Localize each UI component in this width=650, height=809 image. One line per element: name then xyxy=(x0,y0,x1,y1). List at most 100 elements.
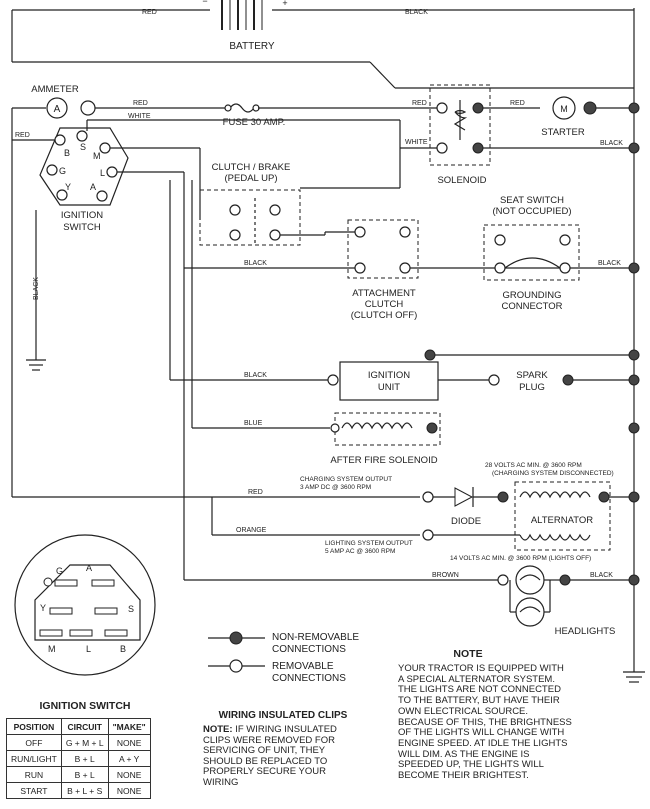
spark-plug-label: SPARK xyxy=(516,370,548,381)
attachment-clutch-3: (CLUTCH OFF) xyxy=(351,310,418,321)
non-removable-icon xyxy=(229,631,243,645)
table-cell: NONE xyxy=(107,766,151,783)
charging-output: CHARGING SYSTEM OUTPUT xyxy=(300,476,392,483)
table-cell: RUN/LIGHT xyxy=(6,750,62,767)
attachment-clutch-box xyxy=(347,219,419,279)
table-cell: G + M + L xyxy=(60,734,109,751)
table-cell: NONE xyxy=(107,782,151,799)
wire-label-black-headlights: BLACK xyxy=(590,572,613,579)
wire-label-blue: BLUE xyxy=(244,420,263,427)
fuse xyxy=(224,103,260,113)
clips-title: WIRING INSULATED CLIPS xyxy=(219,710,348,721)
face-l: L xyxy=(86,644,91,654)
diode-label: DIODE xyxy=(451,516,481,527)
table-header-row: POSITION CIRCUIT "MAKE" xyxy=(6,718,151,735)
svg-text:−: − xyxy=(202,0,207,6)
table-cell: B + L xyxy=(60,750,109,767)
table-cell: START xyxy=(6,782,62,799)
terminal-l: L xyxy=(100,168,105,178)
legend-removable: REMOVABLE xyxy=(272,661,334,672)
ignition-switch-table: POSITION CIRCUIT "MAKE" OFF G + M + L NO… xyxy=(6,718,151,799)
face-a: A xyxy=(86,563,92,573)
attachment-clutch-2: CLUTCH xyxy=(365,299,404,310)
table-cell: B + L xyxy=(60,766,109,783)
table-cell: RUN xyxy=(6,766,62,783)
legend-removable-2: CONNECTIONS xyxy=(272,673,346,684)
note-title: NOTE xyxy=(453,648,482,660)
face-b: B xyxy=(120,644,126,654)
table-header: POSITION xyxy=(6,718,62,735)
terminal-g: G xyxy=(59,166,66,176)
terminal-y: Y xyxy=(65,182,71,192)
wire-label-orange: ORANGE xyxy=(236,527,267,534)
wire-label-red-ammeter: RED xyxy=(133,100,148,107)
ground-connection xyxy=(628,422,640,434)
removable-icon xyxy=(229,659,243,673)
starter-label: STARTER xyxy=(541,127,585,138)
table-header: "MAKE" xyxy=(107,718,151,735)
svg-text:M: M xyxy=(560,104,568,114)
after-fire-solenoid xyxy=(330,422,438,434)
ignition-switch-sub: SWITCH xyxy=(63,222,101,233)
ground-connection xyxy=(628,102,640,114)
clutch-brake-switch xyxy=(229,198,281,245)
ignition-unit xyxy=(339,361,439,401)
alternator-label: ALTERNATOR xyxy=(531,515,593,526)
seat-switch-sub: (NOT OCCUPIED) xyxy=(493,206,572,217)
table-cell: NONE xyxy=(107,734,151,751)
face-m: M xyxy=(48,644,56,654)
volts-28: 28 VOLTS AC MIN. @ 3600 RPM xyxy=(485,462,582,469)
wire-label-white-solenoid: WHITE xyxy=(405,139,428,146)
after-fire-box xyxy=(334,412,441,446)
wire-label-red-fuse: RED xyxy=(412,100,427,107)
grounding-connector-label: GROUNDING xyxy=(502,290,561,301)
battery-label: BATTERY xyxy=(229,41,275,52)
ignition-switch-face xyxy=(14,534,156,676)
clips-note: NOTE: IF WIRING INSULATED CLIPS WERE REM… xyxy=(203,724,393,788)
clips-note-prefix: NOTE: xyxy=(203,724,233,735)
table-row: RUN/LIGHT B + L A + Y xyxy=(6,750,151,767)
clips-note-body: IF WIRING INSULATED CLIPS WERE REMOVED F… xyxy=(203,724,337,788)
wire-label-black-seat: BLACK xyxy=(598,260,621,267)
diode xyxy=(454,487,474,507)
lighting-output-2: 5 AMP AC @ 3600 RPM xyxy=(325,548,395,555)
ammeter-label: AMMETER xyxy=(31,84,79,95)
svg-text:A: A xyxy=(54,104,61,115)
legend-non-removable: NON-REMOVABLE xyxy=(272,632,359,643)
legend xyxy=(208,631,265,673)
table-header: CIRCUIT xyxy=(60,718,109,735)
wire-label-white-ign: WHITE xyxy=(128,113,151,120)
table-cell: A + Y xyxy=(107,750,151,767)
seat-switch xyxy=(494,234,571,274)
face-g: G xyxy=(56,566,63,576)
ground-connection xyxy=(628,574,640,586)
seat-switch-label: SEAT SWITCH xyxy=(500,195,564,206)
ignition-unit-2: UNIT xyxy=(378,382,400,393)
clutch-brake-box xyxy=(199,189,301,246)
attachment-clutch-switch xyxy=(354,226,411,274)
after-fire-label: AFTER FIRE SOLENOID xyxy=(330,455,437,466)
table-row: OFF G + M + L NONE xyxy=(6,734,151,751)
solenoid xyxy=(436,100,484,154)
alternator-box xyxy=(514,481,611,551)
ignition-unit-label: IGNITION xyxy=(368,370,410,381)
spark-plug-2: PLUG xyxy=(519,382,545,393)
lighting-output: LIGHTING SYSTEM OUTPUT xyxy=(325,540,413,547)
spark-plug-connection xyxy=(562,374,574,386)
wire-label-black-solenoid: BLACK xyxy=(600,140,623,147)
wire-label-black-ign-unit: BLACK xyxy=(244,372,267,379)
solenoid-label: SOLENOID xyxy=(437,175,486,186)
note-body: YOUR TRACTOR IS EQUIPPED WITH A SPECIAL … xyxy=(398,663,572,782)
charging-output-2: 3 AMP DC @ 3600 RPM xyxy=(300,484,371,491)
svg-text:+: + xyxy=(282,0,287,8)
terminal-a: A xyxy=(90,182,96,192)
wire-label-black-top: BLACK xyxy=(405,9,428,16)
ground-connection xyxy=(628,262,640,274)
ground-connection xyxy=(628,491,640,503)
wire-label-brown: BROWN xyxy=(432,572,459,579)
ignition-switch xyxy=(39,127,129,206)
ground-connection xyxy=(628,374,640,386)
wire-label-red-starter: RED xyxy=(510,100,525,107)
ignition-table-title: IGNITION SWITCH xyxy=(40,700,131,712)
volts-28-2: (CHARGING SYSTEM DISCONNECTED) xyxy=(492,470,614,477)
